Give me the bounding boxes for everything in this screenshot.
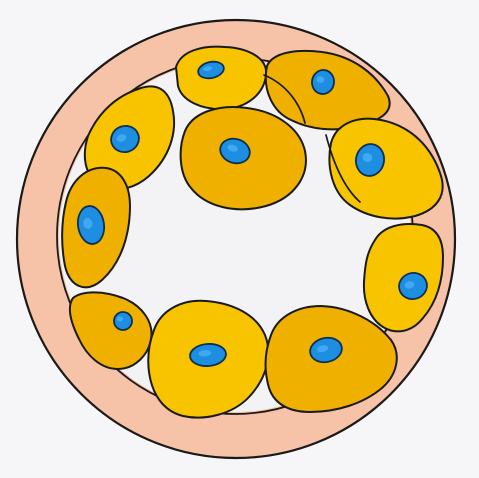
cell-top-left: [176, 47, 266, 109]
nucleus-highlight: [117, 316, 123, 321]
nucleus-lower-left: [114, 312, 132, 330]
